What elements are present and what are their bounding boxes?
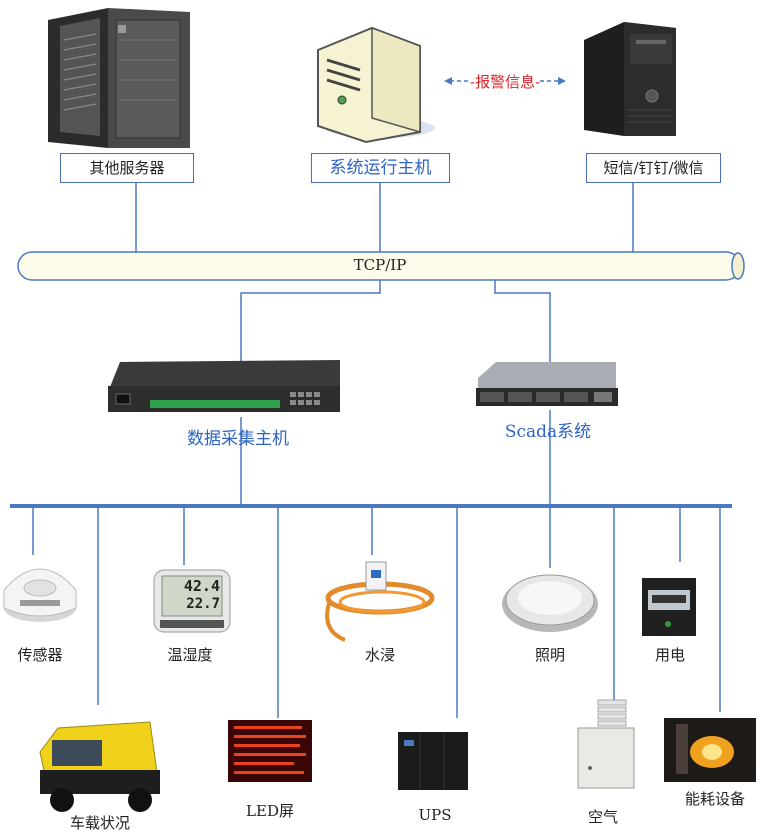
electric-meter-image	[642, 578, 696, 636]
alarm-arrow	[444, 77, 566, 85]
tcpip-pipe	[17, 251, 745, 281]
other-server-label: 其他服务器	[60, 153, 194, 183]
air-label: 空气	[587, 808, 618, 826]
ceiling-light-image	[502, 574, 598, 632]
main-host-label: 系统运行主机	[311, 153, 450, 183]
temp-humidity-label: 温湿度	[167, 646, 213, 664]
alarm-label: -报警信息-	[470, 73, 541, 91]
tcpip-label: TCP/IP	[353, 256, 407, 274]
scada-server-image	[476, 362, 618, 406]
energy-equipment-image	[664, 718, 756, 782]
power-usage-label: 用电	[654, 646, 685, 664]
truck-status-label: 车载状况	[69, 814, 130, 832]
led-screen-label: LED屏	[246, 802, 294, 820]
air-sensor-image	[577, 699, 635, 789]
device-bus	[10, 504, 732, 508]
thermo-reading-top: 42.4	[183, 577, 220, 595]
top-connectors	[135, 183, 634, 506]
energy-equipment-label: 能耗设备	[684, 790, 745, 808]
notify-server-image	[584, 22, 676, 136]
truck-image	[39, 721, 160, 812]
drop-lines	[32, 508, 721, 718]
thermo-hygrometer-image	[153, 569, 231, 633]
water-leak-label: 水浸	[364, 646, 395, 664]
notify-server-label: 短信/钉钉/微信	[586, 153, 721, 183]
water-sensor-image	[325, 561, 435, 642]
led-screen-image	[228, 720, 312, 782]
ups-image	[398, 732, 468, 790]
other-server-image	[48, 8, 190, 148]
smoke-sensor-label: 传感器	[17, 646, 63, 664]
thermo-reading-bottom: 22.7	[186, 596, 220, 612]
main-host-image	[317, 26, 435, 144]
collector-label: 数据采集主机	[187, 429, 289, 449]
collector-device-image	[108, 360, 340, 412]
smoke-detector-image	[3, 568, 77, 622]
lighting-label: 照明	[534, 646, 565, 664]
scada-label: Scada系统	[504, 422, 592, 442]
ups-label: UPS	[418, 806, 452, 824]
